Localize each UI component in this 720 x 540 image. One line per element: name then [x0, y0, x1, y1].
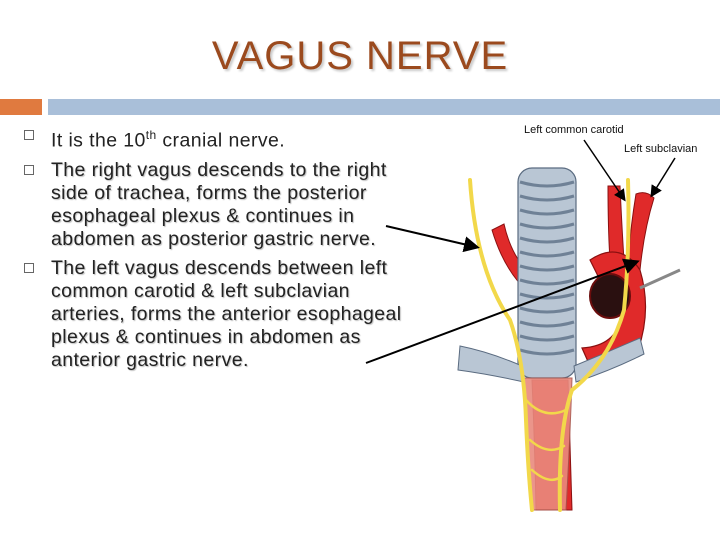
bullet-item: It is the 10th cranial nerve.	[20, 124, 415, 153]
square-bullet-icon	[24, 262, 34, 273]
bullet-superscript: th	[145, 128, 157, 142]
accent-bar-orange	[0, 99, 42, 115]
square-bullet-icon	[24, 130, 34, 140]
square-bullet-icon	[24, 164, 34, 175]
bullet-item: The right vagus descends to the right si…	[20, 159, 415, 251]
esophageal-plexus	[524, 398, 568, 482]
bullet-list: It is the 10th cranial nerve. The right …	[20, 124, 415, 378]
label-left-common-carotid: Left common carotid	[524, 124, 624, 136]
bullet-text: The left vagus descends between left com…	[51, 256, 402, 371]
left-subclavian-artery	[627, 192, 655, 271]
anatomy-illustration	[457, 167, 681, 512]
vagus-nerve-diagram: Left common carotid Left subclavian	[440, 120, 720, 520]
instrument-probe	[639, 268, 681, 290]
right-bronchus	[457, 345, 525, 383]
bullet-text: The right vagus descends to the right si…	[51, 158, 387, 250]
bullet-text: cranial nerve.	[156, 129, 286, 152]
left-common-carotid-artery	[607, 185, 625, 261]
bullet-text: It is the 10	[51, 129, 146, 152]
label-left-subclavian: Left subclavian	[624, 143, 698, 155]
accent-bar-blue	[48, 99, 720, 115]
slide-title: VAGUS NERVE	[211, 34, 509, 78]
bullet-item: The left vagus descends between left com…	[20, 257, 415, 372]
